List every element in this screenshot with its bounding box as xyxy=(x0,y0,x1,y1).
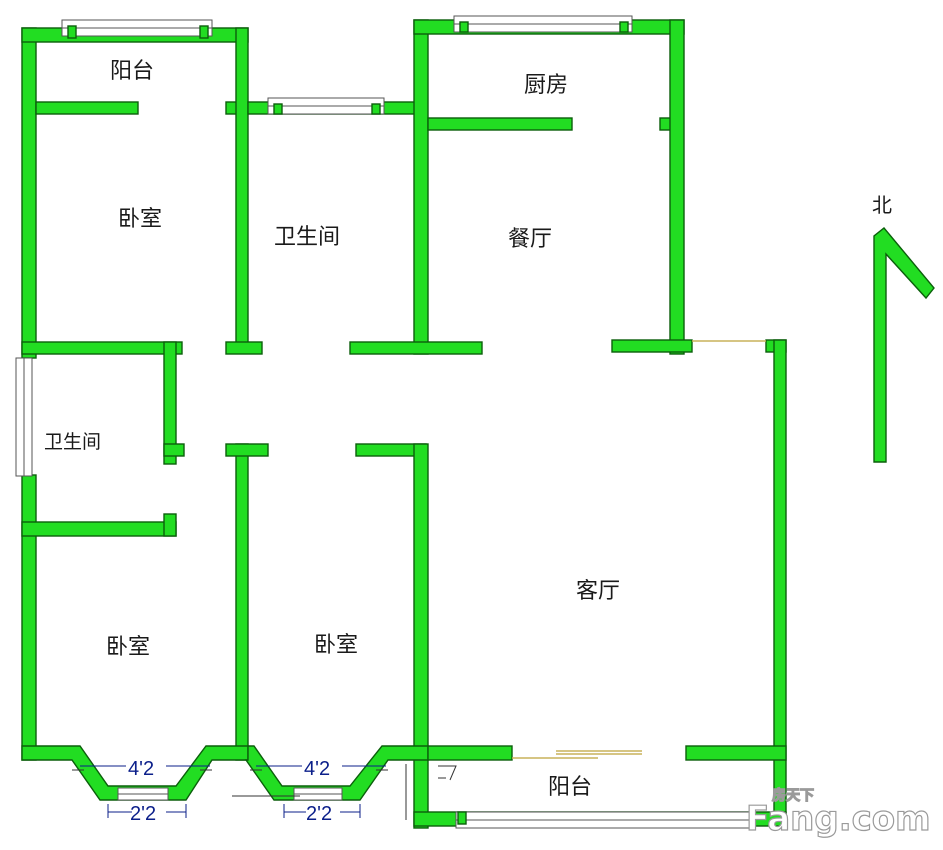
window-bay-2 xyxy=(293,787,343,801)
wall-bath-center-west-foot xyxy=(225,341,263,355)
wall-bedroom-s-west-top xyxy=(225,443,269,457)
label-balcony-s: 阳台 xyxy=(548,775,592,800)
wall-dining-south-east xyxy=(611,339,693,353)
label-bathroom-center: 卫生间 xyxy=(274,225,340,250)
dim-bay2-outer: 4'2 xyxy=(304,758,330,780)
wall-bath-west-east-stub xyxy=(163,443,185,457)
wall-living-west xyxy=(413,443,429,829)
wall-west-lower xyxy=(21,474,37,761)
compass: 北 xyxy=(872,193,935,463)
wall-kitchen-divider xyxy=(427,117,573,131)
label-bedroom-nw: 卧室 xyxy=(118,207,162,232)
wall-bath-center-west xyxy=(235,27,249,353)
wall-east-dining xyxy=(669,19,685,355)
wall-bath-west-bottom xyxy=(21,521,177,537)
wall-balcony-s-west xyxy=(427,745,513,761)
label-bedroom-s: 卧室 xyxy=(314,633,358,658)
wall-dining-foot xyxy=(349,341,483,355)
north-arrow-icon xyxy=(873,227,935,463)
label-balcony-nw: 阳台 xyxy=(110,59,154,84)
wall-bath-west-top xyxy=(21,341,183,355)
walls xyxy=(21,19,787,829)
dimension-lines xyxy=(72,764,457,820)
wall-bath-west-east xyxy=(163,341,177,465)
watermark-brand-large: Fang.com xyxy=(746,799,931,839)
window-kitchen xyxy=(453,15,633,33)
room-labels: 阳台 卧室 卫生间 厨房 餐厅 卫生间 客厅 卧室 卧室 阳台 xyxy=(44,59,620,800)
watermark-brand-small: 房天下 xyxy=(772,787,814,804)
dimension-labels: 4'2 2'2 4'2 2'2 xyxy=(128,758,332,825)
label-bedroom-sw: 卧室 xyxy=(106,635,150,660)
label-kitchen: 厨房 xyxy=(524,73,568,98)
window-bay-1 xyxy=(117,787,169,801)
watermark: 房天下 Fang.com xyxy=(745,786,931,839)
label-dining: 餐厅 xyxy=(508,227,552,252)
window-bath-west xyxy=(15,357,33,477)
wall-west-upper xyxy=(21,27,37,359)
doors xyxy=(512,340,766,759)
wall-dining-west xyxy=(413,19,429,355)
windows xyxy=(15,15,751,829)
wall-east-living-vertical xyxy=(773,339,787,829)
window-bath-center xyxy=(267,97,385,115)
window-balcony-south xyxy=(455,811,751,829)
label-living: 客厅 xyxy=(576,579,620,604)
dim-bay2-inner: 2'2 xyxy=(306,803,332,825)
wall-bedroom-s-west xyxy=(235,443,249,761)
dim-bay1-outer: 4'2 xyxy=(128,758,154,780)
compass-north-label: 北 xyxy=(872,193,892,217)
wall-bath-west-bottom-stub xyxy=(163,513,177,537)
wall-balcony-nw-left xyxy=(35,101,139,115)
dim-bay1-inner: 2'2 xyxy=(130,803,156,825)
window-nw-balcony xyxy=(61,19,213,39)
wall-balcony-s-east xyxy=(685,745,787,761)
label-bathroom-west: 卫生间 xyxy=(44,431,101,453)
